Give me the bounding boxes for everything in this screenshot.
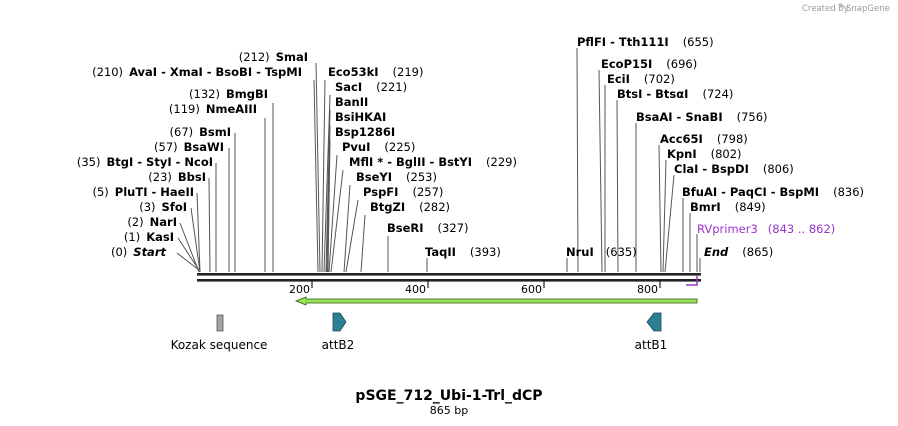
site-label[interactable]: (67)BsmI — [170, 125, 231, 139]
feature-label-attb2: attB2 — [322, 338, 355, 352]
snapgene-logo-icon — [838, 3, 844, 8]
site-label[interactable]: (2)NarI — [127, 215, 177, 229]
site-label[interactable]: KpnI(802) — [667, 147, 742, 161]
site-label[interactable]: (5)PluTI - HaeII — [93, 185, 195, 199]
site-label[interactable]: EciI(702) — [607, 72, 675, 86]
site-label[interactable]: (0)Start — [111, 245, 167, 259]
site-label[interactable]: (35)BtgI - StyI - NcoI — [77, 155, 213, 169]
map-title: pSGE_712_Ubi-1-Trl_dCP — [355, 388, 542, 404]
site-label[interactable]: Acc65I(798) — [660, 132, 748, 146]
sites-left: (0)Start (1)KasI (2)NarI (3)SfoI (5)PluT… — [77, 50, 308, 259]
sequence-backbone — [197, 273, 701, 288]
site-label[interactable]: (23)BbsI — [148, 170, 206, 184]
site-label[interactable]: BsaAI - SnaBI(756) — [636, 110, 768, 124]
site-label[interactable]: (132)BmgBI — [189, 87, 268, 101]
site-label[interactable]: (57)BsaWI — [154, 140, 224, 154]
ruler-label: 800 — [637, 283, 658, 296]
site-label[interactable]: SacI(221) — [335, 80, 407, 94]
site-label[interactable]: BfuAI - PaqCI - BspMI(836) — [682, 185, 864, 199]
site-label[interactable]: BmrI(849) — [690, 200, 766, 214]
ruler-label: 200 — [289, 283, 310, 296]
site-label[interactable]: NruI(635) — [566, 245, 637, 259]
primer-marker[interactable] — [686, 276, 698, 286]
credit: Created by SnapGene — [802, 3, 890, 14]
site-label[interactable]: (210)AvaI - XmaI - BsoBI - TspMI — [92, 65, 302, 79]
site-label[interactable]: Eco53kI(219) — [328, 65, 423, 79]
site-label[interactable]: MflI * - BglII - BstYI(229) — [349, 155, 517, 169]
site-label[interactable]: (1)KasI — [124, 230, 174, 244]
ruler: 200 400 600 800 — [289, 283, 658, 296]
site-label[interactable]: PvuI(225) — [342, 140, 415, 154]
site-label[interactable]: (3)SfoI — [139, 200, 187, 214]
site-label[interactable]: BseRI(327) — [387, 221, 468, 235]
orf-arrow[interactable] — [294, 296, 698, 306]
site-label[interactable]: Bsp1286I — [335, 125, 395, 139]
site-label[interactable]: ClaI - BspDI(806) — [674, 162, 794, 176]
kozak-feature[interactable] — [216, 314, 224, 332]
ruler-label: 600 — [521, 283, 542, 296]
site-label[interactable]: TaqII(393) — [425, 245, 501, 259]
site-label[interactable]: BseYI(253) — [356, 170, 437, 184]
feature-label-kozak: Kozak sequence — [171, 338, 268, 352]
site-label[interactable]: BanII — [335, 95, 368, 109]
credit-text: Created by — [802, 4, 849, 14]
site-label[interactable]: (119)NmeAIII — [169, 102, 257, 116]
site-label[interactable]: BsiHKAI — [335, 110, 386, 124]
map-length: 865 bp — [430, 404, 468, 417]
features: Kozak sequence attB2 attB1 — [171, 312, 668, 352]
site-label[interactable]: BtsI - BtsαI(724) — [617, 87, 733, 101]
attb2-feature[interactable] — [332, 312, 347, 332]
ruler-label: 400 — [405, 283, 426, 296]
credit-brand: SnapGene — [846, 4, 890, 14]
attb1-feature[interactable] — [646, 312, 662, 332]
primer-label[interactable]: RVprimer3(843 .. 862) — [697, 222, 835, 236]
site-label[interactable]: (212)SmaI — [239, 50, 308, 64]
site-label[interactable]: End(865) — [704, 245, 773, 259]
site-label[interactable]: PspFI(257) — [363, 185, 443, 199]
site-connectors — [176, 47, 701, 273]
feature-label-attb1: attB1 — [635, 338, 668, 352]
site-label[interactable]: EcoP15I(696) — [601, 57, 697, 71]
site-label[interactable]: PflFI - Tth111I(655) — [577, 35, 714, 49]
sites-right: Eco53kI(219) SacI(221) BanII BsiHKAI Bsp… — [328, 35, 864, 259]
site-label[interactable]: BtgZI(282) — [370, 200, 450, 214]
